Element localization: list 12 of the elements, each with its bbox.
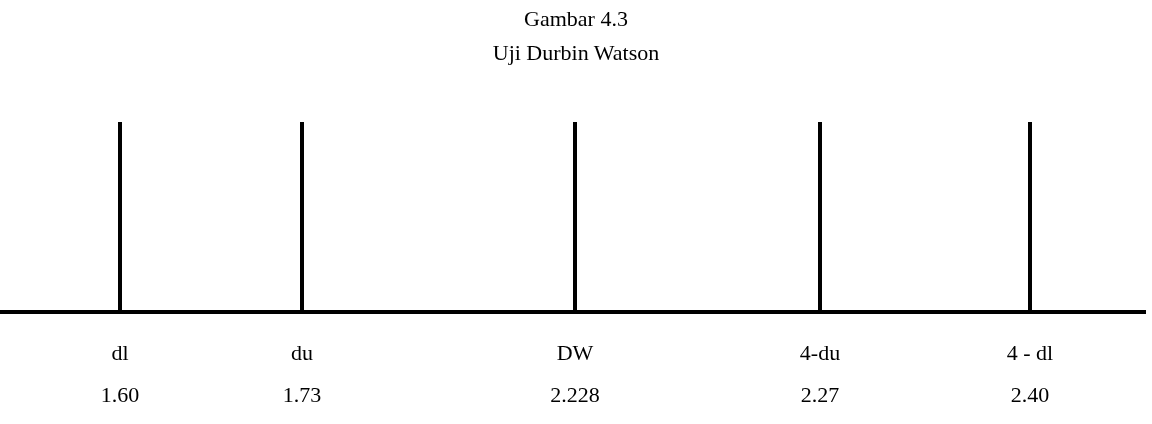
value-label: 2.228 xyxy=(550,382,600,408)
value-label: 1.73 xyxy=(282,382,322,408)
tick-label: 4-du xyxy=(799,340,841,366)
value-label: 2.40 xyxy=(1010,382,1050,408)
value-label: 2.27 xyxy=(800,382,840,408)
tick-label: dl xyxy=(111,340,129,366)
figure-subtitle: Uji Durbin Watson xyxy=(492,40,660,66)
tick-label: 4 - dl xyxy=(1006,340,1054,366)
tick-label: du xyxy=(291,340,313,366)
value-label: 1.60 xyxy=(100,382,140,408)
figure-title: Gambar 4.3 xyxy=(524,6,628,32)
tick-label: DW xyxy=(556,340,594,366)
